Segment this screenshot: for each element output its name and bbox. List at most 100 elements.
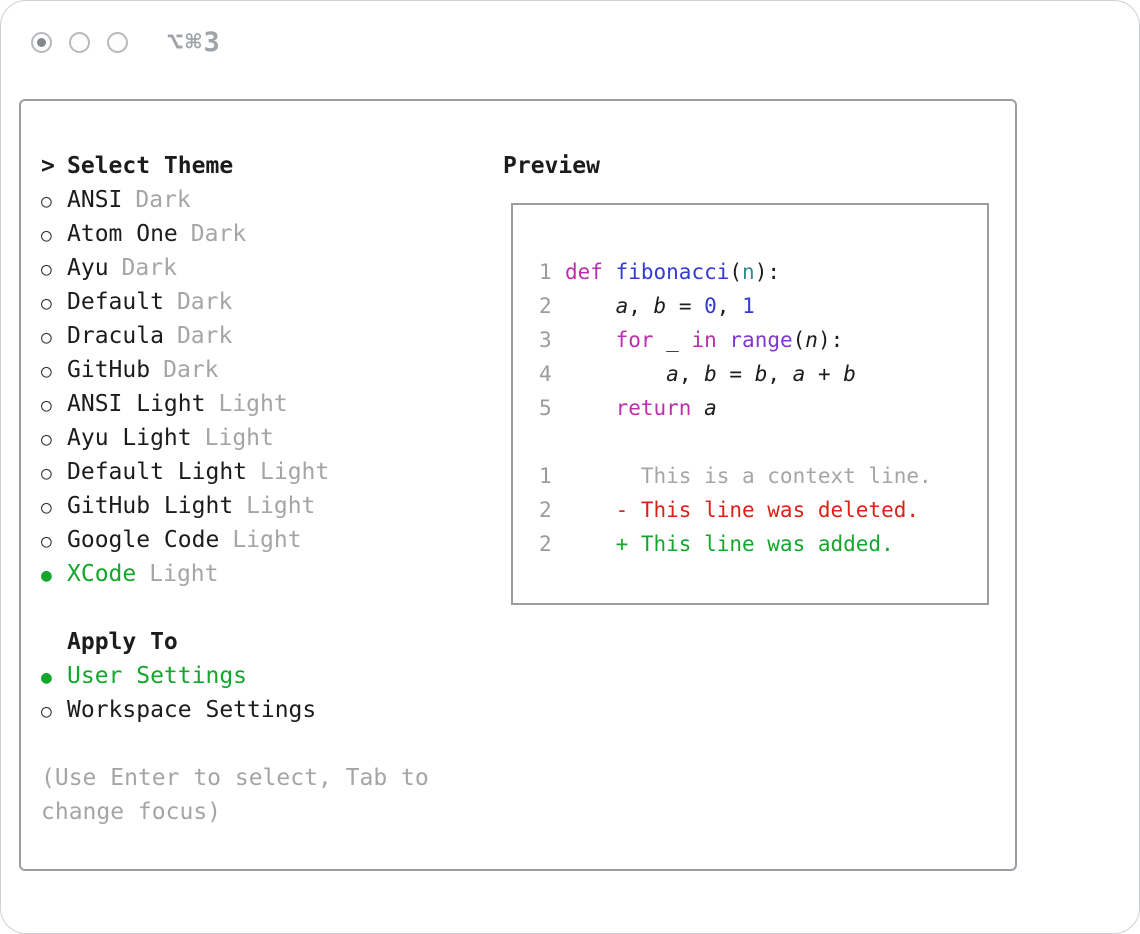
code-token xyxy=(565,294,616,318)
window-control-dot-icon xyxy=(37,38,46,47)
code-token xyxy=(565,396,616,420)
theme-option-google-code[interactable]: ○ Google Code Light xyxy=(41,523,445,557)
theme-variant: Dark xyxy=(176,323,233,349)
window-control-3-icon[interactable] xyxy=(107,32,128,53)
theme-list-title: >Select Theme xyxy=(41,149,445,183)
code-token: = xyxy=(716,362,755,386)
theme-variant: Dark xyxy=(135,187,191,213)
theme-variant: Light xyxy=(232,527,302,553)
theme-option-ayu[interactable]: ○ Ayu Dark xyxy=(41,251,445,285)
theme-option-dracula[interactable]: ○ Dracula Dark xyxy=(41,319,445,353)
code-token xyxy=(691,396,704,420)
radio-unselected-icon: ○ xyxy=(41,225,52,246)
code-token: ( xyxy=(729,260,743,284)
code-line: 3 for _ in range(n): xyxy=(539,323,987,357)
theme-name: Atom One xyxy=(67,221,178,247)
line-number: 1 xyxy=(539,260,552,284)
radio-unselected-icon: ○ xyxy=(41,531,52,552)
theme-name: ANSI Light xyxy=(67,391,206,417)
theme-variant: Light xyxy=(260,459,330,485)
code-token: b xyxy=(653,294,667,318)
code-token: for xyxy=(615,328,654,352)
code-token: + xyxy=(805,362,844,386)
radio-unselected-icon: ○ xyxy=(41,327,52,348)
code-token: a xyxy=(666,362,679,386)
code-token: in xyxy=(691,328,717,352)
radio-selected-icon: ● xyxy=(41,565,52,586)
code-token xyxy=(565,328,616,352)
code-token: range xyxy=(729,328,793,352)
theme-name: Default xyxy=(67,289,164,315)
code-line: 5 return a xyxy=(539,391,987,425)
code-token: , xyxy=(716,294,743,318)
apply-option-workspace-settings[interactable]: ○Workspace Settings xyxy=(41,693,445,727)
code-token: n xyxy=(805,328,818,352)
code-token: , xyxy=(767,362,793,386)
line-number: 4 xyxy=(539,362,552,386)
line-number: 5 xyxy=(539,396,552,420)
apply-to-title: Apply To xyxy=(67,629,178,655)
theme-option-ayu-light[interactable]: ○ Ayu Light Light xyxy=(41,421,445,455)
code-token: b xyxy=(754,362,768,386)
code-line: 4 a, b = b, a + b xyxy=(539,357,987,391)
theme-name: Ayu xyxy=(67,255,109,281)
radio-unselected-icon: ○ xyxy=(41,429,52,450)
code-token xyxy=(717,328,730,352)
code-token: fibonacci xyxy=(615,260,730,284)
code-token: return xyxy=(615,396,692,420)
theme-name: Google Code xyxy=(67,527,220,553)
apply-option-label: Workspace Settings xyxy=(67,697,317,723)
line-number: 2 xyxy=(539,498,552,522)
apply-option-user-settings[interactable]: ●User Settings xyxy=(41,659,445,693)
theme-name: GitHub Light xyxy=(67,493,234,519)
radio-unselected-icon: ○ xyxy=(41,293,52,314)
code-token: a xyxy=(792,362,806,386)
code-token xyxy=(603,260,616,284)
theme-variant: Light xyxy=(246,493,316,519)
code-token: n xyxy=(742,260,755,284)
code-token: b xyxy=(704,362,717,386)
theme-variant: Dark xyxy=(121,255,177,281)
hint-text: (Use Enter to select, Tab to change focu… xyxy=(41,765,429,825)
window-control-active-icon[interactable] xyxy=(31,32,52,53)
theme-name: ANSI xyxy=(67,187,123,213)
code-token: , xyxy=(628,294,654,318)
theme-name: Default Light xyxy=(67,459,248,485)
code-token: a xyxy=(704,396,717,420)
code-token: ): xyxy=(817,328,844,352)
line-number: 3 xyxy=(539,328,552,352)
code-token: , xyxy=(678,362,705,386)
theme-option-github-light[interactable]: ○ GitHub Light Light xyxy=(41,489,445,523)
theme-variant: Light xyxy=(218,391,288,417)
radio-unselected-icon: ○ xyxy=(41,259,52,280)
theme-name: Dracula xyxy=(67,323,164,349)
theme-name: Ayu Light xyxy=(67,425,192,451)
code-token: + This line was added. xyxy=(565,532,894,556)
code-token: 1 xyxy=(742,294,755,318)
theme-variant: Light xyxy=(149,561,219,587)
code-line: 2 a, b = 0, 1 xyxy=(539,289,987,323)
window-control-2-icon[interactable] xyxy=(69,32,90,53)
code-line xyxy=(539,425,987,459)
code-token: = xyxy=(666,294,705,318)
code-token: a xyxy=(615,294,629,318)
theme-variant: Light xyxy=(204,425,274,451)
code-line: 2 - This line was deleted. xyxy=(539,493,987,527)
code-token: This is a context line. xyxy=(565,464,932,488)
line-number: 2 xyxy=(539,294,552,318)
radio-unselected-icon: ○ xyxy=(41,497,52,518)
theme-name: GitHub xyxy=(67,357,151,383)
